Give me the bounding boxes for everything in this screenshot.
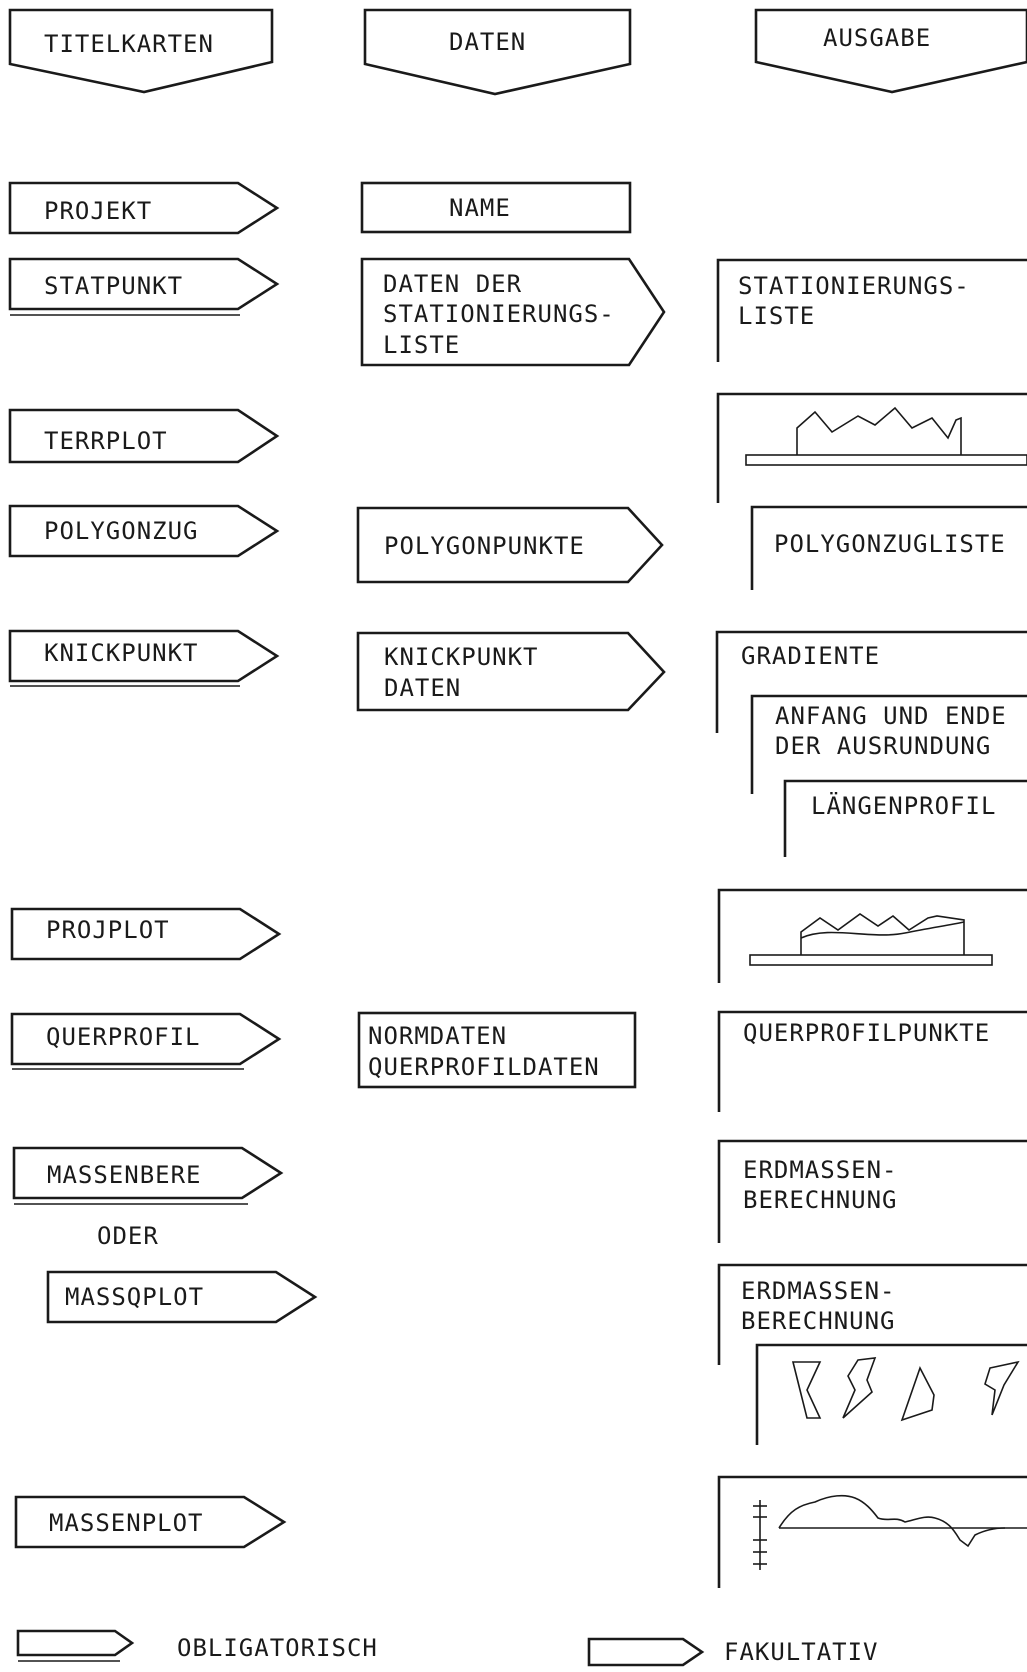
data-polygonpunkte-label: POLYGONPUNKTE <box>384 532 585 560</box>
card-statpunkt: STATPUNKT <box>8 257 280 316</box>
card-massenplot: MASSENPLOT <box>14 1495 287 1549</box>
output-polygonzugliste: POLYGONZUGLISTE <box>750 505 1027 590</box>
output-ausrundung: ANFANG UND ENDE DER AUSRUNDUNG <box>750 694 1027 794</box>
card-massqplot: MASSQPLOT <box>46 1270 318 1324</box>
header-ausgabe-label: AUSGABE <box>823 24 931 52</box>
card-knickpunkt: KNICKPUNKT <box>8 629 280 687</box>
data-normdaten: NORMDATEN QUERPROFILDATEN <box>357 1011 637 1089</box>
data-polygonpunkte: POLYGONPUNKTE <box>356 506 664 584</box>
card-polygonzug-label: POLYGONZUG <box>44 517 199 545</box>
card-projekt-label: PROJEKT <box>44 197 152 225</box>
data-normdaten-line1: NORMDATEN <box>368 1022 507 1050</box>
data-name-label: NAME <box>449 194 511 222</box>
output-erdmassen-2: ERDMASSEN- BERECHNUNG <box>717 1263 1027 1365</box>
card-statpunkt-label: STATPUNKT <box>44 272 183 300</box>
card-knickpunkt-label: KNICKPUNKT <box>44 639 199 667</box>
data-normdaten-line2: QUERPROFILDATEN <box>368 1053 600 1081</box>
output-laengenprofil: LÄNGENPROFIL <box>783 779 1027 857</box>
output-erdmassen-1-line2: BERECHNUNG <box>743 1186 898 1214</box>
card-terrplot: TERRPLOT <box>8 408 280 464</box>
legend-fakultativ-label: FAKULTATIV <box>724 1638 879 1666</box>
data-name: NAME <box>360 181 632 234</box>
header-titelkarten: TITELKARTEN <box>8 8 274 94</box>
header-daten: DATEN <box>363 8 632 96</box>
output-cross-section-plot <box>755 1343 1027 1445</box>
output-polygonzugliste-label: POLYGONZUGLISTE <box>774 530 1006 558</box>
header-daten-label: DATEN <box>449 28 526 56</box>
card-massenbere: MASSENBERE <box>12 1146 284 1205</box>
output-stationierungsliste: STATIONIERUNGS- LISTE <box>716 258 1027 362</box>
data-stationierung-line3: LISTE <box>383 331 460 359</box>
output-terrain-plot <box>716 392 1027 503</box>
output-erdmassen-2-line2: BERECHNUNG <box>741 1307 896 1335</box>
output-projection-plot <box>717 888 1027 983</box>
output-gradiente: GRADIENTE <box>715 630 1027 733</box>
card-massenbere-label: MASSENBERE <box>47 1161 202 1189</box>
output-stationierungsliste-line1: STATIONIERUNGS- <box>738 272 970 300</box>
card-projekt: PROJEKT <box>8 181 280 235</box>
data-knickpunkt: KNICKPUNKT DATEN <box>356 631 666 712</box>
header-titelkarten-label: TITELKARTEN <box>44 30 214 58</box>
output-mass-plot <box>717 1475 1027 1588</box>
legend-fakultativ: FAKULTATIV <box>587 1637 879 1667</box>
data-stationierung-line2: STATIONIERUNGS- <box>383 300 615 328</box>
output-ausrundung-line1: ANFANG UND ENDE <box>775 702 1007 730</box>
output-erdmassen-1: ERDMASSEN- BERECHNUNG <box>717 1139 1027 1243</box>
legend-obligatorisch-label: OBLIGATORISCH <box>177 1634 378 1662</box>
card-massqplot-label: MASSQPLOT <box>65 1283 204 1311</box>
output-laengenprofil-label: LÄNGENPROFIL <box>811 791 996 820</box>
output-ausrundung-line2: DER AUSRUNDUNG <box>775 732 991 760</box>
header-ausgabe: AUSGABE <box>754 8 1027 94</box>
card-projplot: PROJPLOT <box>10 907 282 961</box>
output-querprofilpunkte-label: QUERPROFILPUNKTE <box>743 1019 990 1047</box>
data-knickpunkt-line1: KNICKPUNKT <box>384 643 539 671</box>
legend-obligatorisch: OBLIGATORISCH <box>16 1629 378 1662</box>
output-erdmassen-1-line1: ERDMASSEN- <box>743 1156 898 1184</box>
card-querprofil: QUERPROFIL <box>10 1012 282 1070</box>
card-querprofil-label: QUERPROFIL <box>46 1023 201 1051</box>
output-querprofilpunkte: QUERPROFILPUNKTE <box>717 1010 1027 1112</box>
output-stationierungsliste-line2: LISTE <box>738 302 815 330</box>
data-stationierung-line1: DATEN DER <box>383 270 522 298</box>
card-terrplot-label: TERRPLOT <box>44 427 168 455</box>
data-stationierung: DATEN DER STATIONIERUNGS- LISTE <box>360 257 666 367</box>
output-gradiente-label: GRADIENTE <box>741 642 880 670</box>
data-knickpunkt-line2: DATEN <box>384 674 461 702</box>
card-projplot-label: PROJPLOT <box>46 916 170 944</box>
card-massenplot-label: MASSENPLOT <box>49 1509 204 1537</box>
output-erdmassen-2-line1: ERDMASSEN- <box>741 1277 896 1305</box>
card-polygonzug: POLYGONZUG <box>8 504 280 558</box>
oder-label: ODER <box>97 1222 159 1250</box>
